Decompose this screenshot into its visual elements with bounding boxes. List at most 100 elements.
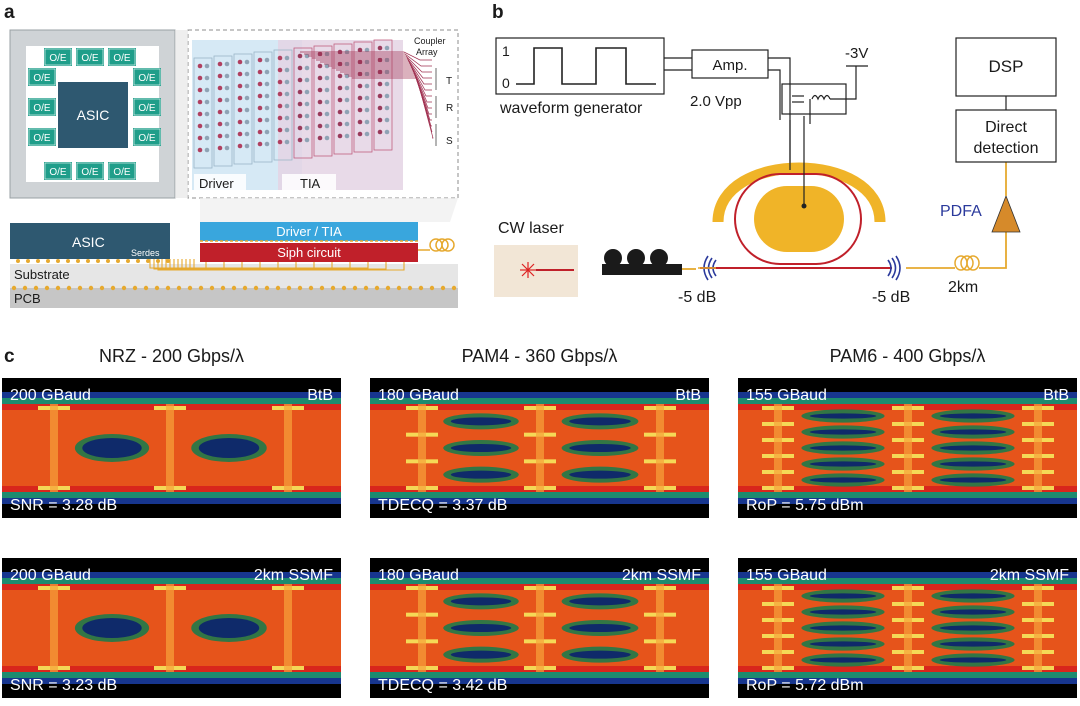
eye-diagram: 200 GBaud BtB SNR = 3.28 dB — [2, 378, 341, 518]
array-column — [293, 47, 313, 159]
interconnect-wires — [149, 259, 405, 271]
pcb-bump — [231, 285, 237, 291]
pcb-bump — [396, 285, 402, 291]
pcb-bump — [451, 285, 457, 291]
asic-bump — [86, 259, 90, 263]
pcb-label: PCB — [14, 291, 41, 306]
oe-module: O/E — [108, 162, 136, 180]
array-column — [213, 55, 233, 167]
pcb-bump — [275, 285, 281, 291]
coupler-routing — [300, 51, 434, 139]
fiber-coil-a — [418, 238, 455, 252]
eye-column-title: NRZ - 200 Gbps/λ — [99, 346, 244, 366]
eye-link-label: 2km SSMF — [622, 567, 701, 584]
panel-a-letter: a — [4, 2, 15, 23]
driver-tia-array — [193, 39, 393, 169]
asic-label: ASIC — [77, 107, 110, 123]
port-s-label: S — [446, 136, 453, 147]
oe-module: O/E — [28, 98, 56, 116]
zoom-connector — [175, 30, 188, 198]
port-r-label: R — [446, 103, 453, 114]
eye-metric-label: SNR = 3.28 dB — [10, 497, 117, 514]
section-connector — [200, 198, 458, 222]
oe-module-label: O/E — [33, 73, 51, 84]
eye-link-label: BtB — [1043, 387, 1069, 404]
ring-electrode — [712, 162, 886, 223]
eye-baud-label: 200 GBaud — [10, 387, 91, 404]
polarization-controller-base — [602, 264, 682, 275]
amplifier-box — [691, 49, 769, 79]
asic-bump — [136, 259, 140, 263]
oe-module-label: O/E — [49, 53, 67, 64]
oe-module: O/E — [76, 162, 104, 180]
eye-link-label: BtB — [307, 387, 333, 404]
bias-voltage-label: -3V — [845, 45, 868, 62]
asic-bump — [16, 259, 20, 263]
array-column — [333, 43, 353, 155]
pcb-bump — [176, 285, 182, 291]
oe-module: O/E — [133, 68, 161, 86]
asic-bump — [56, 259, 60, 263]
oe-module: O/E — [44, 162, 72, 180]
asic-bump — [126, 259, 130, 263]
eye-metric-label: RoP = 5.72 dBm — [746, 677, 864, 694]
driver-tia-label: Driver / TIA — [276, 224, 342, 239]
pcb-bump — [253, 285, 259, 291]
pcb-bump — [209, 285, 215, 291]
pcb-bump — [352, 285, 358, 291]
wave-low-label: 0 — [502, 75, 510, 91]
eye-metric-label: RoP = 5.75 dBm — [746, 497, 864, 514]
amplifier-label: Amp. — [712, 57, 747, 74]
pcb-bump — [143, 285, 149, 291]
pcb-bump — [308, 285, 314, 291]
oe-module-label: O/E — [49, 167, 67, 178]
bias-tee — [768, 57, 868, 170]
pdfa-amplifier — [991, 194, 1021, 233]
array-column — [273, 49, 293, 161]
panel-b-letter: b — [492, 2, 504, 23]
coupler-label-2: Array — [416, 47, 438, 57]
square-wave — [516, 47, 656, 85]
coupling-loss-in-label: -5 dB — [678, 289, 716, 306]
pcb-bump — [187, 285, 193, 291]
pcb-bump — [88, 285, 94, 291]
waveform-generator-box — [495, 37, 665, 95]
driver-tia-layer — [200, 222, 418, 241]
pdfa-label: PDFA — [940, 203, 982, 220]
asic-bump — [116, 259, 120, 263]
pcb-bump — [99, 285, 105, 291]
pcb-bump — [429, 285, 435, 291]
oe-module-label: O/E — [113, 167, 131, 178]
driver-label: Driver — [199, 176, 234, 191]
oe-module: O/E — [76, 48, 104, 66]
pcb-bump — [418, 285, 424, 291]
array-column — [313, 45, 333, 157]
eye-metric-label: TDECQ = 3.37 dB — [378, 497, 507, 514]
pcb-bump — [330, 285, 336, 291]
fiber-coil-b — [954, 255, 980, 271]
pcb-bump — [121, 285, 127, 291]
eye-baud-label: 180 GBaud — [378, 387, 459, 404]
oe-module-label: O/E — [33, 133, 51, 144]
ring-waveguide — [734, 173, 862, 265]
pcb-bump — [198, 285, 204, 291]
wave-high-label: 1 — [502, 43, 510, 59]
pcb-bump — [165, 285, 171, 291]
oe-module-label: O/E — [81, 53, 99, 64]
laser-icon — [520, 262, 574, 278]
eye-diagram-grid: NRZ - 200 Gbps/λ 200 GBaud BtB SNR = 3.28 d… — [2, 346, 1077, 698]
detection-label-2: detection — [974, 140, 1039, 157]
coupler-label-1: Coupler — [414, 36, 446, 46]
pcb-bump — [33, 285, 39, 291]
detection-box — [955, 109, 1057, 163]
oe-module: O/E — [28, 128, 56, 146]
oe-module-label: O/E — [138, 73, 156, 84]
asic-bump — [26, 259, 30, 263]
vpp-label: 2.0 Vpp — [690, 93, 742, 110]
